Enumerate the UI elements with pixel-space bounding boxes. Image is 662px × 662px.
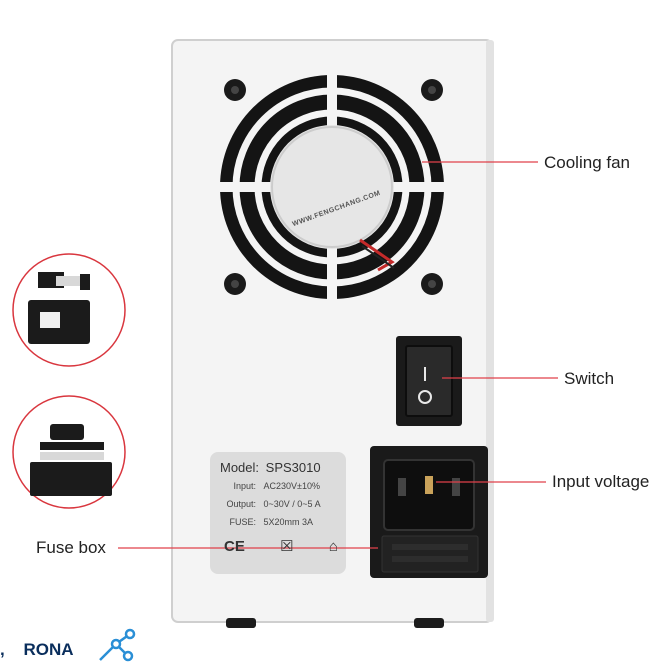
callout-cooling-fan: Cooling fan — [544, 153, 631, 172]
spec-label: Model: SPS3010 Input: AC230V±10% Output:… — [220, 460, 342, 555]
spec-label-bg — [210, 452, 346, 574]
callout-switch: Switch — [564, 369, 615, 388]
model-value: SPS3010 — [265, 460, 321, 475]
callout-fuse-box: Fuse box — [36, 538, 106, 557]
weee-bin-icon: ☒ — [280, 538, 294, 555]
callout-input-voltage: Input voltage — [552, 472, 650, 491]
foot-right — [414, 618, 444, 628]
share-network-icon — [99, 628, 136, 662]
home-icon: ⌂ — [328, 537, 338, 555]
power-inlet[interactable] — [370, 446, 488, 578]
input-value: AC230V±10% — [263, 481, 320, 491]
output-key: Output: — [226, 499, 256, 509]
cooling-fan-icon — [220, 75, 444, 299]
watermark-prefix: , — [0, 640, 5, 659]
fuse-detail-circle-bottom — [12, 395, 126, 509]
callout-lines — [118, 161, 558, 549]
ce-mark-icon: CE — [224, 537, 245, 555]
watermark: , RONA — [0, 640, 74, 660]
fuse-value: 5X20mm 3A — [263, 517, 314, 527]
output-value: 0~30V / 0~5 A — [263, 499, 321, 509]
input-key: Input: — [233, 481, 256, 491]
foot-left — [226, 618, 256, 628]
model-key: Model: — [220, 460, 260, 475]
watermark-text: RONA — [23, 640, 74, 659]
fuse-detail-circle-top — [12, 253, 126, 367]
certification-marks: CE ☒ ⌂ — [220, 537, 342, 556]
screw-icons — [224, 79, 443, 295]
power-switch[interactable] — [396, 336, 462, 426]
fuse-key: FUSE: — [229, 517, 256, 527]
fuse-drawer[interactable] — [381, 535, 479, 573]
